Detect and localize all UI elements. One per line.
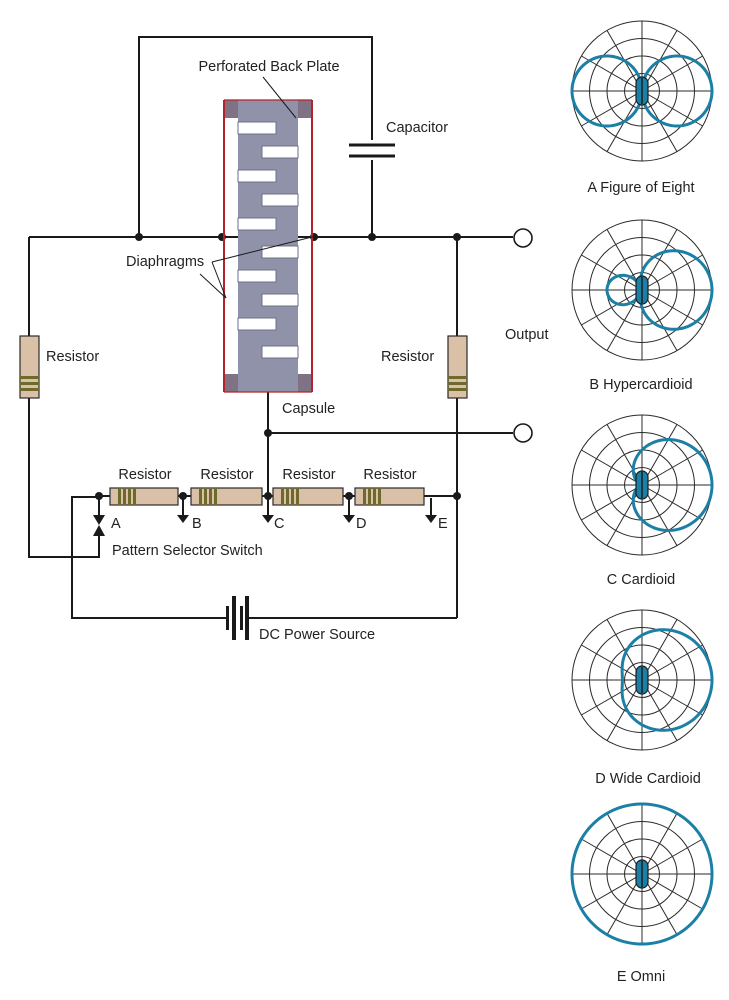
chain-resistor-label: Resistor <box>282 467 335 483</box>
chain-resistor <box>354 487 425 506</box>
resistor-chain <box>109 487 425 506</box>
pattern-label: C Cardioid <box>607 572 676 588</box>
resistor-right <box>447 335 468 399</box>
capacitor-label: Capacitor <box>386 120 448 136</box>
tap-label-a: A <box>111 516 121 532</box>
chain-resistor <box>109 487 179 506</box>
resistor-right-label: Resistor <box>381 349 434 365</box>
mic-capsule-icon <box>635 76 649 106</box>
power-label: DC Power Source <box>259 627 375 643</box>
tap-label-d: D <box>356 516 366 532</box>
polar-curve-figure-eight <box>570 54 714 128</box>
leader-lines <box>199 76 317 299</box>
capsule-label: Capsule <box>282 401 335 417</box>
polar-curve-wide-cardioid <box>620 628 714 732</box>
mic-capsule-icon <box>635 859 649 889</box>
pattern-label: B Hypercardioid <box>589 377 692 393</box>
chain-resistor-labels: Resistor Resistor Resistor Resistor <box>118 467 416 483</box>
battery-symbol <box>226 596 249 640</box>
output-terminal-top <box>513 228 533 248</box>
chain-resistor <box>272 487 344 506</box>
switch-label: Pattern Selector Switch <box>112 543 263 559</box>
tap-label-b: B <box>192 516 202 532</box>
polar-diagram-cardioid <box>571 414 714 556</box>
chain-resistor-label: Resistor <box>118 467 171 483</box>
chain-resistor-label: Resistor <box>200 467 253 483</box>
pattern-label: D Wide Cardioid <box>595 771 701 787</box>
tap-label-e: E <box>438 516 448 532</box>
mic-capsule-icon <box>635 665 649 695</box>
pattern-label: A Figure of Eight <box>587 180 694 196</box>
output-label: Output <box>505 327 549 343</box>
mic-capsule-icon <box>635 470 649 500</box>
resistor-left <box>19 335 40 399</box>
polar-diagram-figure-eight <box>570 20 714 162</box>
tap-label-c: C <box>274 516 284 532</box>
chain-resistor <box>190 487 263 506</box>
tap-labels: A B C D E <box>111 516 448 532</box>
capacitor-symbol <box>349 143 395 158</box>
polar-curve-omni <box>570 802 714 946</box>
polar-curve-hypercardioid <box>605 249 714 331</box>
junction-dots <box>95 233 461 500</box>
pattern-selector-switch <box>93 515 105 536</box>
polar-diagram-hypercardioid <box>571 219 714 361</box>
tap-arrows <box>98 498 437 523</box>
pattern-label: E Omni <box>617 969 665 985</box>
pattern-labels: A Figure of Eight B Hypercardioid C Card… <box>587 180 700 985</box>
polar-diagram-omni <box>570 802 714 946</box>
capsule <box>223 99 313 393</box>
polar-pattern-column <box>570 20 714 946</box>
diaphragms-label: Diaphragms <box>126 254 204 270</box>
mic-capsule-icon <box>635 275 649 305</box>
chain-resistor-label: Resistor <box>363 467 416 483</box>
output-terminal-bottom <box>513 423 533 443</box>
back-plate-label: Perforated Back Plate <box>198 59 339 75</box>
resistor-left-label: Resistor <box>46 349 99 365</box>
polar-diagram-wide-cardioid <box>571 609 714 751</box>
